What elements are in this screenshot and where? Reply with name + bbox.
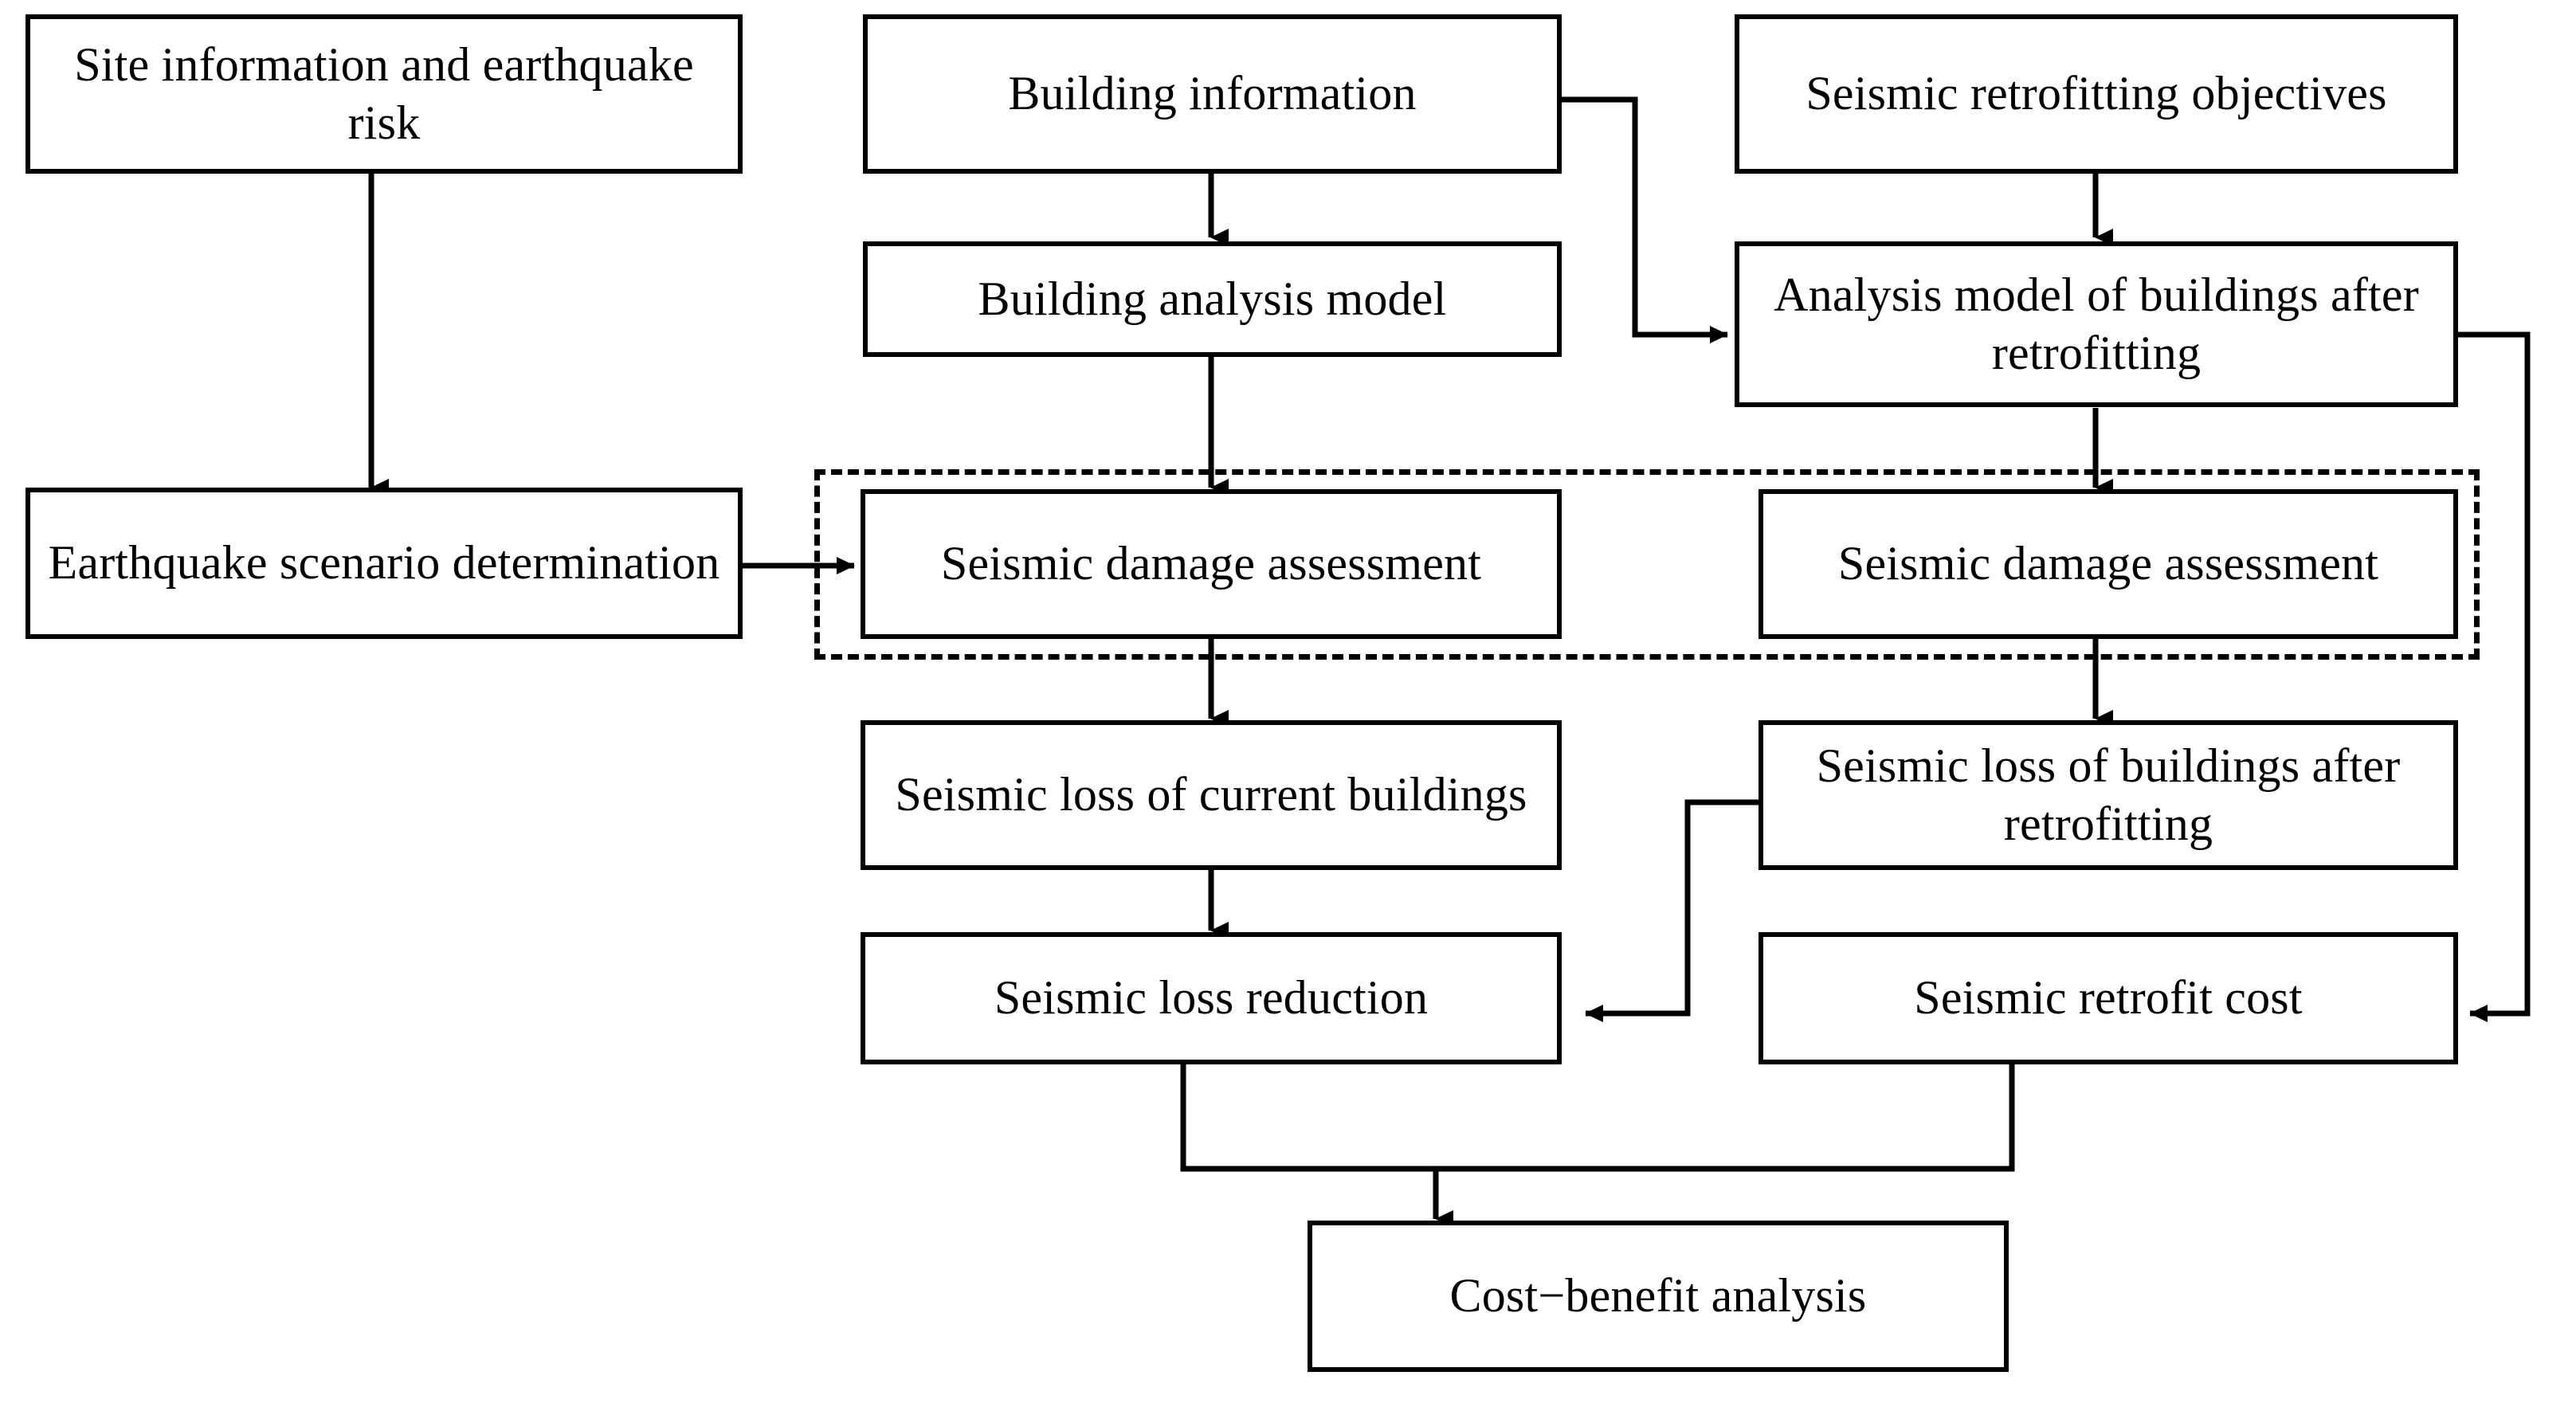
node-retrofit-analysis-model[interactable]: Analysis model of buildings after retrof… [1735, 241, 2458, 407]
node-earthquake-scenario-label: Earthquake scenario determination [48, 536, 720, 590]
edge-retrofit-cost-to-cost-benefit [1436, 1064, 2015, 1172]
node-building-analysis-model-label: Building analysis model [978, 272, 1447, 325]
node-damage-assessment-current-label: Seismic damage assessment [940, 537, 1482, 590]
edge-retrofit-model-to-retrofit-cost [2458, 331, 2531, 1022]
node-building-analysis-model[interactable]: Building analysis model [863, 241, 1562, 357]
node-seismic-retrofit-cost[interactable]: Seismic retrofit cost [1759, 932, 2458, 1064]
node-seismic-loss-retrofit[interactable]: Seismic loss of buildings after retrofit… [1759, 720, 2458, 870]
node-building-information-label: Building information [1008, 67, 1417, 120]
node-damage-assessment-current[interactable]: Seismic damage assessment [861, 489, 1562, 639]
node-building-information[interactable]: Building information [863, 14, 1562, 174]
edge-loss-reduction-to-cost-benefit [1180, 1064, 1453, 1228]
edge-building-info-to-retrofit-model [1562, 96, 1728, 343]
node-damage-assessment-retrofit-label: Seismic damage assessment [1837, 537, 2379, 590]
node-retrofit-objectives-label: Seismic retrofitting objectives [1806, 67, 2387, 120]
node-cost-benefit-analysis[interactable]: Cost−benefit analysis [1308, 1221, 2009, 1372]
node-retrofit-objectives[interactable]: Seismic retrofitting objectives [1735, 14, 2458, 174]
node-cost-benefit-analysis-label: Cost−benefit analysis [1449, 1269, 1867, 1323]
node-seismic-retrofit-cost-label: Seismic retrofit cost [1914, 971, 2303, 1025]
node-seismic-loss-retrofit-label: Seismic loss of buildings after retrofit… [1816, 739, 2401, 850]
node-site-info[interactable]: Site information and earthquake risk [25, 14, 743, 174]
node-retrofit-analysis-model-label: Analysis model of buildings after retrof… [1774, 268, 2419, 379]
node-damage-assessment-retrofit[interactable]: Seismic damage assessment [1759, 489, 2458, 639]
node-seismic-loss-reduction-label: Seismic loss reduction [994, 971, 1429, 1025]
node-seismic-loss-current-label: Seismic loss of current buildings [895, 768, 1527, 821]
edge-loss-retrofit-to-loss-reduction [1585, 799, 1759, 1022]
node-earthquake-scenario[interactable]: Earthquake scenario determination [25, 488, 743, 639]
node-site-info-label: Site information and earthquake risk [74, 37, 694, 149]
node-seismic-loss-current[interactable]: Seismic loss of current buildings [861, 720, 1562, 870]
node-seismic-loss-reduction[interactable]: Seismic loss reduction [861, 932, 1562, 1064]
